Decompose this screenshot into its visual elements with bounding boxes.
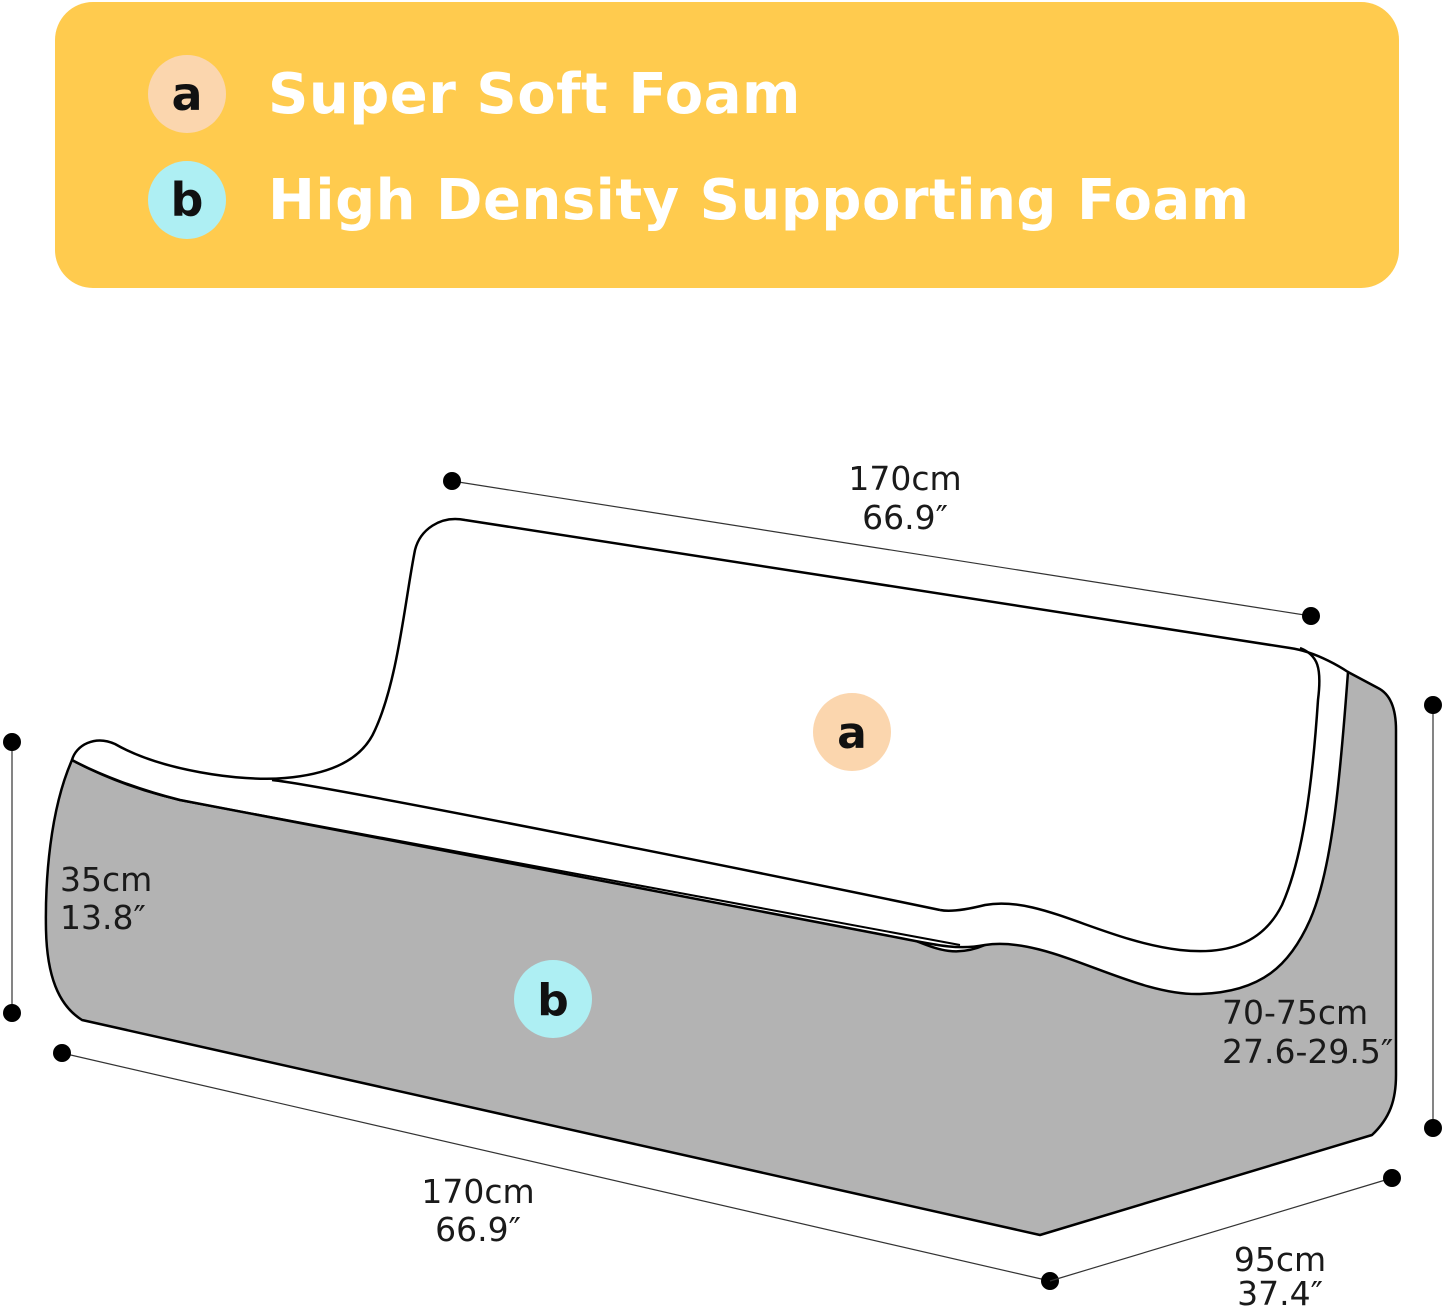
dim-back-height-imperial: 27.6-29.5″ <box>1222 1032 1393 1071</box>
dim-top-length-metric: 170cm <box>848 459 961 498</box>
legend-label-support-foam: High Density Supporting Foam <box>268 167 1250 233</box>
legend-item-support-foam: b High Density Supporting Foam <box>148 160 1250 240</box>
legend-badge-a: a <box>148 55 226 133</box>
dimension-back-height: 70-75cm 27.6-29.5″ <box>1222 696 1442 1137</box>
dim-top-length-imperial: 66.9″ <box>862 498 948 537</box>
dimension-top-length: 170cm 66.9″ <box>443 459 1320 625</box>
dim-bottom-length-metric: 170cm <box>421 1172 534 1211</box>
part-badge-b: b <box>514 960 592 1038</box>
dim-bottom-length-imperial: 66.9″ <box>435 1210 521 1249</box>
dim-depth-imperial: 37.4″ <box>1237 1274 1323 1312</box>
arm-inner-edge <box>939 646 1321 953</box>
seat-top-edge <box>271 778 941 912</box>
dim-front-height-metric: 35cm <box>60 860 152 899</box>
dim-back-height-metric: 70-75cm <box>1222 993 1368 1032</box>
legend-label-soft-foam: Super Soft Foam <box>268 61 801 127</box>
part-badge-b-letter: b <box>537 975 569 1026</box>
dimension-front-height: 35cm 13.8″ <box>3 733 152 1022</box>
legend-panel: a Super Soft Foam b High Density Support… <box>55 2 1399 288</box>
part-badge-a: a <box>813 693 891 771</box>
dimension-bottom-length: 170cm 66.9″ <box>53 1044 1059 1290</box>
part-badge-a-letter: a <box>837 708 867 759</box>
legend-badge-b: b <box>148 161 226 239</box>
dimension-depth: 95cm 37.4″ <box>1049 1169 1401 1312</box>
legend-item-soft-foam: a Super Soft Foam <box>148 54 801 134</box>
dim-front-height-imperial: 13.8″ <box>60 898 146 937</box>
soft-foam-layer <box>70 517 1350 996</box>
soft-layer-front-edge <box>74 761 961 946</box>
dim-depth-metric: 95cm <box>1234 1240 1326 1279</box>
